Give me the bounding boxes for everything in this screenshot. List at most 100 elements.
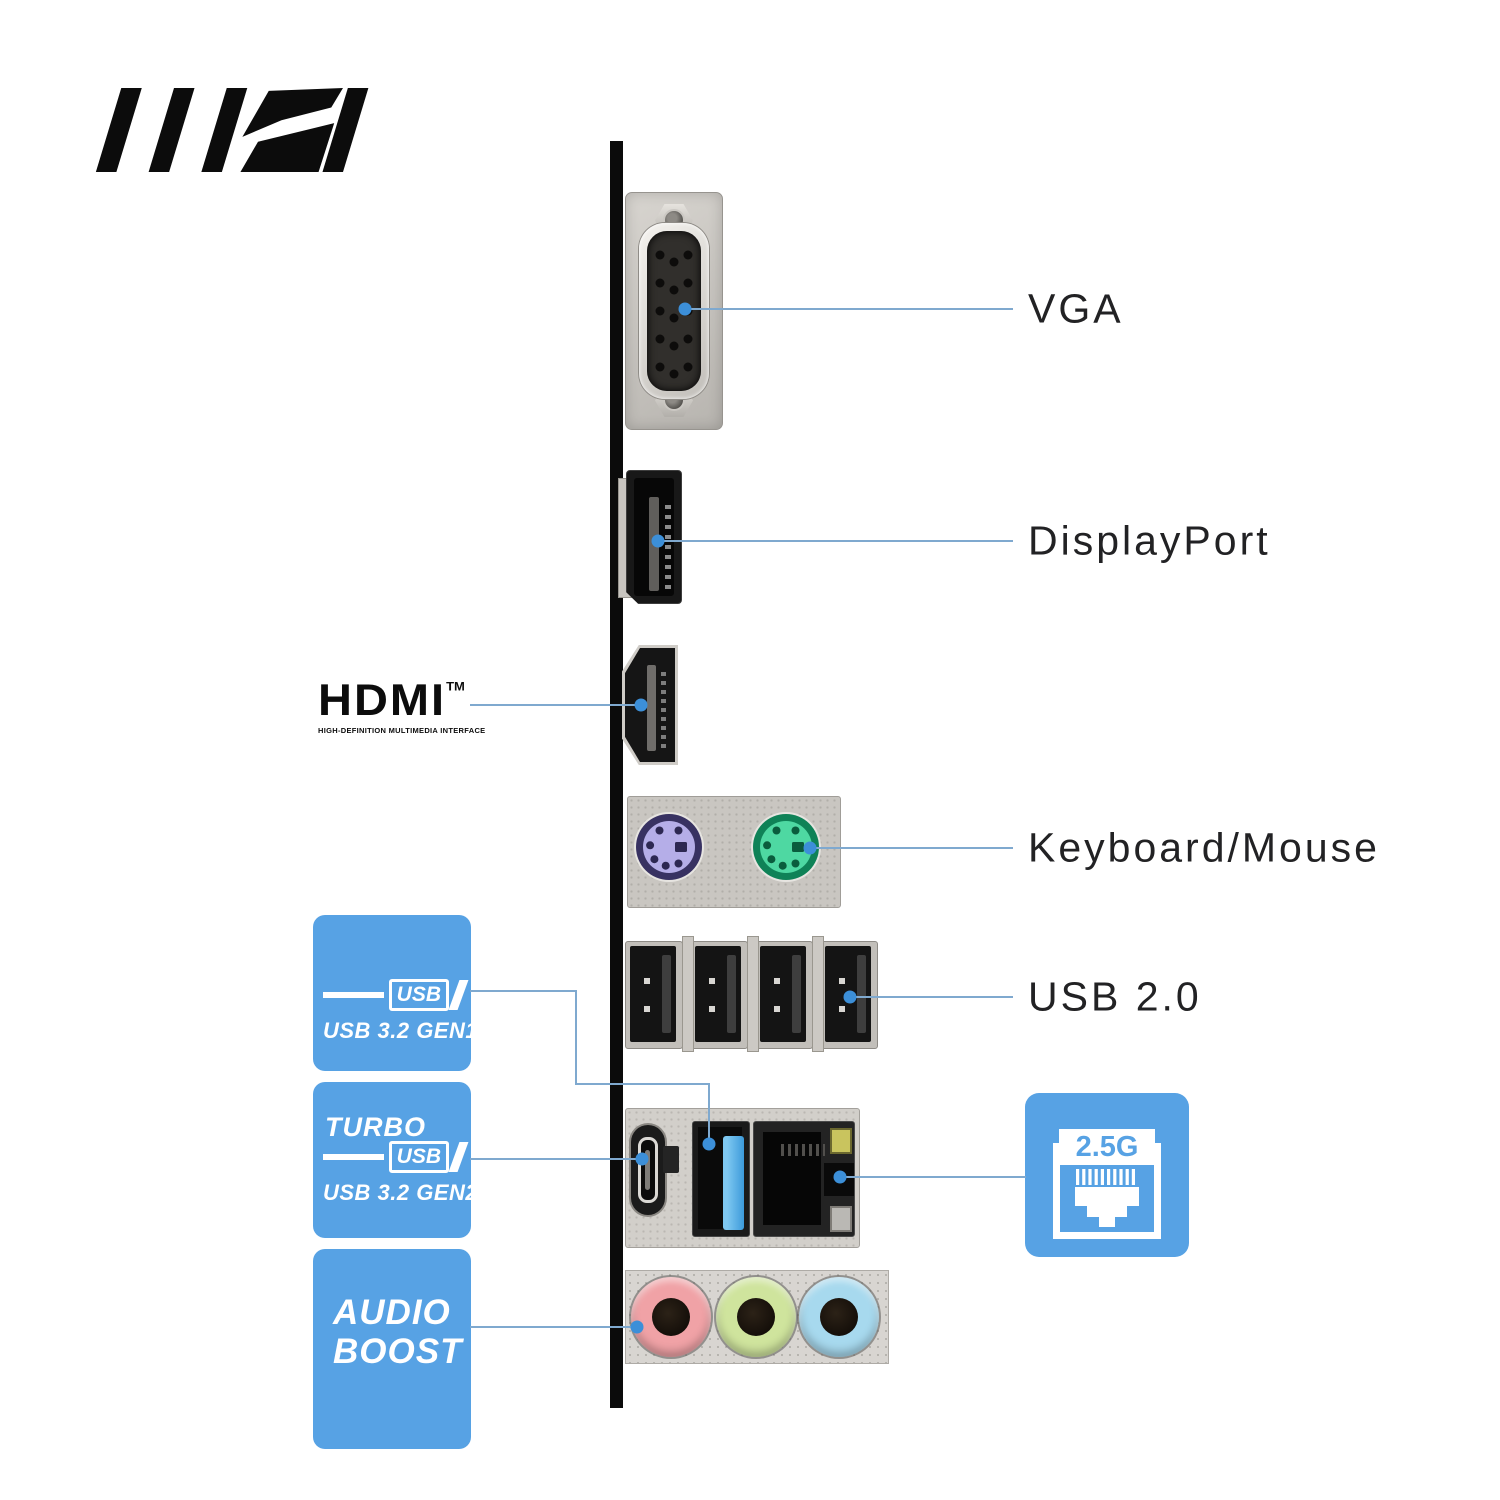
usb2-spacer	[747, 936, 759, 1052]
usb-logo-slash	[448, 1142, 469, 1172]
lan-speed-label: 2.5G	[1059, 1129, 1155, 1165]
brand-name: MSI	[0, 0, 1, 1]
callout-line-usb20	[850, 996, 1013, 998]
callout-dot-lan	[833, 1170, 847, 1184]
usb-c-latch	[663, 1146, 679, 1173]
hdmi-logo-subtitle: HIGH-DEFINITION MULTIMEDIA INTERFACE	[318, 726, 486, 735]
usb2-port-1	[625, 941, 683, 1049]
callout-line-gen2	[470, 1158, 642, 1160]
displayport-pins	[665, 499, 671, 589]
usb2-port-2	[690, 941, 748, 1049]
usb-pin	[774, 978, 780, 984]
usb-pin	[709, 978, 715, 984]
usb-opening	[630, 946, 676, 1042]
callout-line-displayport	[658, 540, 1013, 542]
callout-dot-usb20	[843, 990, 857, 1004]
vga-pin-holes	[655, 250, 693, 379]
lan-opening	[763, 1132, 825, 1225]
lan-led-activity	[830, 1128, 852, 1154]
usb-lan-combo-plate	[625, 1108, 860, 1248]
usb-logo-bar	[323, 992, 384, 998]
callout-line-audio	[470, 1326, 638, 1328]
usb-pin	[839, 1006, 845, 1012]
usb-logo-row: USB	[313, 979, 471, 1011]
hdmi-pins	[661, 667, 666, 749]
lan-2-5g-badge: 2.5G	[1025, 1093, 1189, 1257]
lan-led-link	[830, 1206, 852, 1232]
audio-boost-line2: BOOST	[333, 1332, 463, 1372]
usb-logo-row: USB	[313, 1141, 471, 1173]
callout-dot-audio	[630, 1320, 644, 1334]
usb-tongue	[662, 955, 671, 1033]
usb-a-3-2-port	[692, 1121, 750, 1237]
audio-jack-plate	[625, 1270, 889, 1364]
usb3-blue-tongue	[723, 1136, 744, 1230]
usb-pin	[774, 1006, 780, 1012]
ps2-mouse-port	[751, 812, 821, 882]
badge-audio-boost: AUDIO BOOST	[313, 1249, 471, 1449]
callout-dot-gen2	[635, 1152, 649, 1166]
badge-label: USB 3.2 GEN1	[323, 1018, 471, 1043]
callout-line-vga	[685, 308, 1013, 310]
callout-dot-vga	[678, 302, 692, 316]
jack-hole	[820, 1298, 858, 1336]
callout-dot-hdmi	[634, 698, 648, 712]
badge-usb32-gen1: USB USB 3.2 GEN1	[313, 915, 471, 1071]
hdmi-tongue	[647, 665, 656, 751]
usb-pin	[644, 1006, 650, 1012]
label-keyboard-mouse: Keyboard/Mouse	[1028, 824, 1380, 871]
usb2-spacer	[682, 936, 694, 1052]
hdmi-logo-text: HDMITM	[318, 677, 485, 722]
ps2-keyboard-port	[634, 812, 704, 882]
usb-opening	[760, 946, 806, 1042]
usb-logo-slash	[448, 980, 469, 1010]
usb-pin	[709, 1006, 715, 1012]
label-vga: VGA	[1028, 285, 1124, 332]
usb-opening	[695, 946, 741, 1042]
badge-label: USB 3.2 GEN2	[323, 1180, 471, 1205]
vga-dsub-socket	[647, 231, 701, 391]
usb-logo-box: USB	[388, 1141, 449, 1173]
audio-jack-line-out	[716, 1277, 796, 1357]
usb-c-port	[631, 1125, 665, 1215]
usb2-spacer	[812, 936, 824, 1052]
usb-pin	[839, 978, 845, 984]
callout-line-keyboard-mouse	[810, 847, 1013, 849]
label-displayport: DisplayPort	[1028, 517, 1271, 564]
callout-line-hdmi	[470, 704, 642, 706]
rj45-icon	[1075, 1169, 1139, 1227]
label-usb20: USB 2.0	[1028, 973, 1202, 1020]
audio-jack-mic	[631, 1277, 711, 1357]
usb-logo-box: USB	[388, 979, 449, 1011]
turbo-label: TURBO	[325, 1112, 426, 1142]
hdmi-tm: TM	[446, 679, 465, 694]
audio-boost-line1: AUDIO	[333, 1293, 451, 1332]
callout-dot-displayport	[651, 534, 665, 548]
hdmi-wordmark: HDMI	[318, 674, 447, 725]
hdmi-logo: HDMITM HIGH-DEFINITION MULTIMEDIA INTERF…	[318, 676, 485, 735]
usb-tongue	[857, 955, 866, 1033]
io-shield-edge	[610, 141, 623, 1408]
callout-dot-gen1	[702, 1137, 716, 1151]
ps2-combo-plate	[627, 796, 841, 908]
audio-jack-line-in	[799, 1277, 879, 1357]
usb-tongue	[792, 955, 801, 1033]
usb-logo-bar	[323, 1154, 384, 1160]
jack-hole	[737, 1298, 775, 1336]
usb2-port-3	[755, 941, 813, 1049]
vga-port	[625, 192, 723, 430]
msi-logo-icon	[95, 88, 369, 172]
callout-line-gen1-c	[575, 1083, 710, 1085]
callout-line-gen1-d	[708, 1083, 710, 1144]
usb-c-tongue	[645, 1150, 650, 1190]
usb2-port-block	[625, 936, 878, 1052]
jack-hole	[652, 1298, 690, 1336]
usb-tongue	[727, 955, 736, 1033]
usb-pin	[644, 978, 650, 984]
badge-turbo-usb32-gen2: TURBO USB USB 3.2 GEN2	[313, 1082, 471, 1238]
vga-dsub-bezel	[639, 223, 709, 399]
hdmi-port	[625, 648, 675, 762]
callout-line-lan	[840, 1176, 1026, 1178]
callout-dot-keyboard-mouse	[803, 841, 817, 855]
